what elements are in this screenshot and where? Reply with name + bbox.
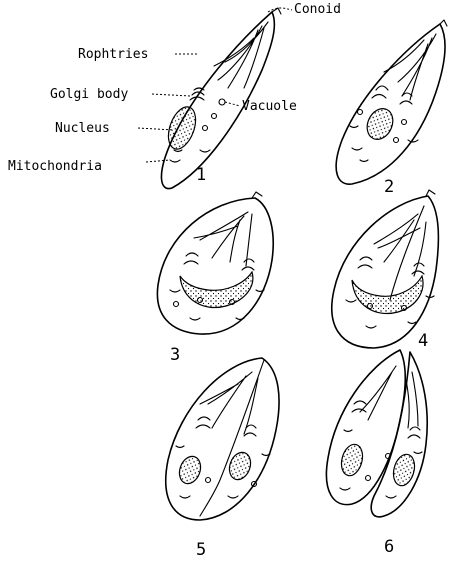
- vacuole-leader: [225, 102, 240, 106]
- label-vacuole: Vacuole: [242, 99, 297, 114]
- stage-number-4: 4: [418, 331, 428, 351]
- stage-number-3: 3: [170, 345, 180, 365]
- stage-number-6: 6: [384, 537, 394, 557]
- label-conoid: Conoid: [294, 2, 341, 17]
- cell-2: [336, 20, 447, 184]
- golgi-leader: [152, 94, 190, 96]
- cell-4: [332, 190, 439, 348]
- mitochondria-leader: [146, 160, 170, 162]
- stage-number-1: 1: [196, 165, 206, 185]
- stage-number-5: 5: [196, 540, 206, 560]
- label-golgi-body: Golgi body: [50, 87, 128, 102]
- label-nucleus: Nucleus: [55, 121, 110, 136]
- stage-number-2: 2: [384, 177, 394, 197]
- cell-5: [166, 358, 279, 520]
- label-mitochondria: Mitochondria: [8, 159, 102, 174]
- cell-3: [157, 192, 273, 334]
- cell-6: [326, 350, 427, 517]
- label-rophtries: Rophtries: [78, 47, 148, 62]
